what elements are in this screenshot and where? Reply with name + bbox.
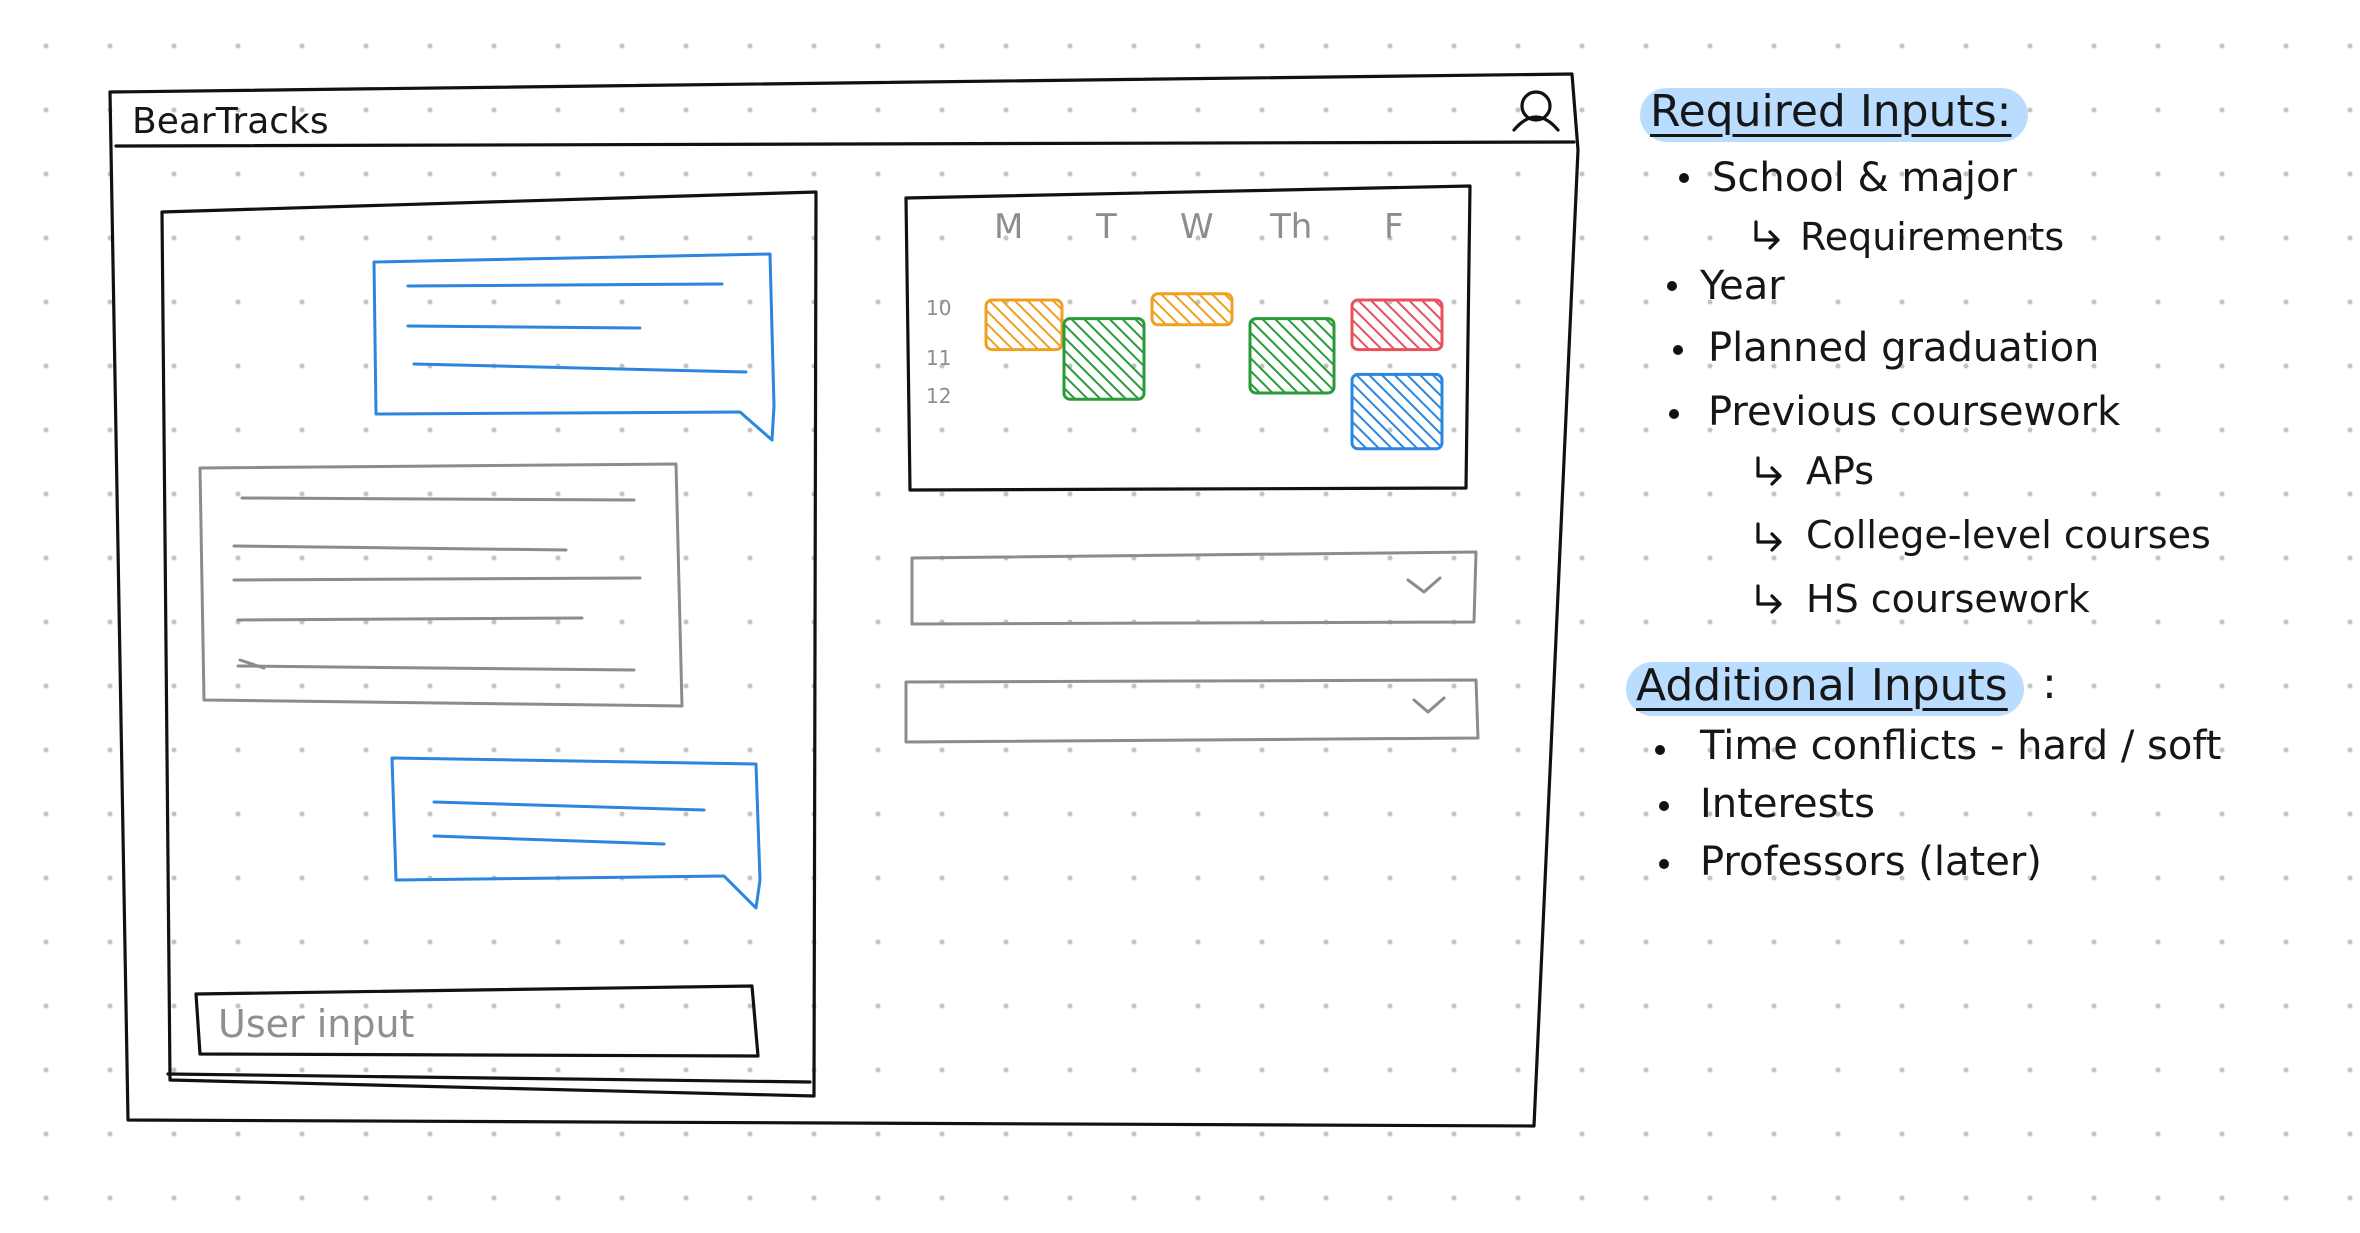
calendar-class-block[interactable] xyxy=(1150,292,1234,327)
chat-panel-frame xyxy=(160,190,818,1098)
calendar-class-block[interactable] xyxy=(1062,317,1146,401)
dropdown-select[interactable] xyxy=(910,550,1478,626)
required-item: Year xyxy=(1700,263,1785,309)
weekday-label: F xyxy=(1384,207,1404,247)
required-sub-item: APs xyxy=(1806,449,1875,493)
user-profile-icon[interactable] xyxy=(1512,90,1560,132)
dropdown-select[interactable] xyxy=(904,678,1480,744)
sub-arrow-icon xyxy=(1754,220,1780,250)
additional-inputs-heading: Additional Inputs xyxy=(1626,662,2024,716)
sub-arrow-icon xyxy=(1756,522,1782,552)
bullet-dot xyxy=(1659,801,1669,811)
required-item: School & major xyxy=(1712,155,2017,201)
required-item: Previous coursework xyxy=(1708,389,2121,435)
required-sub-item: College-level courses xyxy=(1806,513,2211,557)
required-inputs-heading: Required Inputs: xyxy=(1640,88,2028,142)
calendar-class-block[interactable] xyxy=(984,298,1064,352)
chevron-down-icon xyxy=(1406,576,1442,594)
required-sub-item: HS coursework xyxy=(1806,577,2090,621)
hour-label: 11 xyxy=(926,346,952,370)
calendar-blocks xyxy=(984,292,1444,451)
bullet-dot xyxy=(1667,281,1677,291)
chat-message-user xyxy=(198,462,684,708)
additional-item: Professors (later) xyxy=(1700,839,2042,885)
weekday-label: Th xyxy=(1270,207,1313,247)
additional-inputs-colon: : xyxy=(2042,658,2057,709)
weekday-label: M xyxy=(994,207,1024,247)
bullet-dot xyxy=(1673,345,1683,355)
sub-arrow-icon xyxy=(1756,584,1782,614)
additional-item: Interests xyxy=(1700,781,1875,827)
required-inputs-markers xyxy=(1667,173,1689,419)
required-item: Planned graduation xyxy=(1708,325,2100,371)
bullet-dot xyxy=(1659,859,1669,869)
app-title: BearTracks xyxy=(132,101,329,142)
chat-message-bot xyxy=(390,756,762,910)
app-window-frame xyxy=(108,72,1580,1128)
required-sub-item: Requirements xyxy=(1800,215,2065,259)
calendar-frame xyxy=(904,184,1472,492)
chat-panel-bottom-edge xyxy=(166,1072,812,1084)
calendar-class-block[interactable] xyxy=(1350,298,1444,352)
bullet-dot xyxy=(1669,409,1679,419)
hour-label: 10 xyxy=(926,296,952,320)
chevron-down-icon xyxy=(1412,696,1446,714)
sub-arrow-icon xyxy=(1756,456,1782,486)
bullet-dot xyxy=(1679,173,1689,183)
calendar-class-block[interactable] xyxy=(1248,317,1336,395)
title-bar-divider xyxy=(114,140,1576,148)
hour-label: 12 xyxy=(926,384,952,408)
bullet-dot xyxy=(1655,745,1665,755)
additional-item: Time conflicts - hard / soft xyxy=(1700,723,2222,769)
weekday-label: T xyxy=(1096,207,1117,247)
sub-item-arrows xyxy=(1754,220,1782,614)
user-input-placeholder: User input xyxy=(218,1002,415,1046)
user-input-field[interactable] xyxy=(194,984,760,1058)
chat-message-bot xyxy=(372,252,776,442)
additional-inputs-markers xyxy=(1655,745,1669,869)
calendar-class-block[interactable] xyxy=(1350,372,1444,451)
weekday-label: W xyxy=(1180,207,1214,247)
